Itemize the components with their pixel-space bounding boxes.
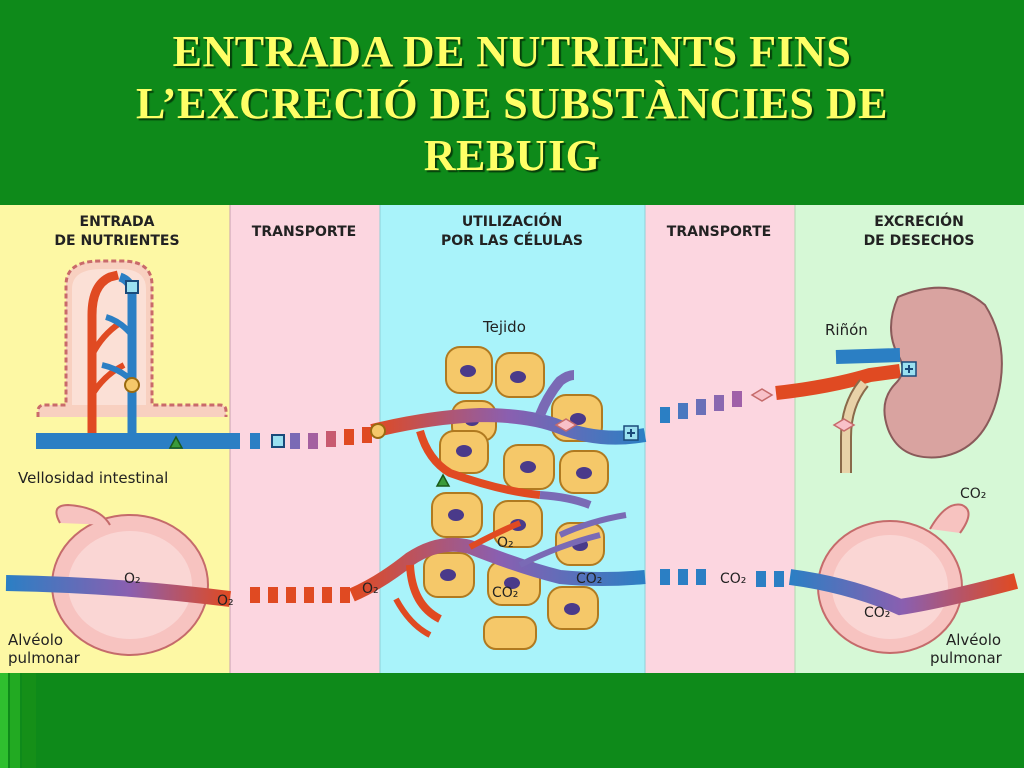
nutrient-diagram: ENTRADA DE NUTRIENTES TRANSPORTE UTILIZA…: [0, 205, 1024, 673]
title-line-3: REBUIG: [423, 131, 601, 180]
title-line-2: L’EXCRECIÓ DE SUBSTÀNCIES DE: [135, 79, 889, 128]
label-co2-right-top: CO₂: [960, 486, 986, 502]
label-tejido: Tejido: [482, 318, 526, 336]
header-entrada-2: DE NUTRIENTES: [54, 233, 179, 249]
circle-marker-tissue: [370, 423, 386, 439]
tissue-artery-top: [370, 407, 647, 445]
header-utilizacion-1: UTILIZACIÓN: [462, 212, 562, 230]
title-line-1: ENTRADA DE NUTRIENTS FINS: [172, 27, 852, 76]
header-entrada-1: ENTRADA: [80, 214, 155, 230]
decorative-stripes: [0, 673, 36, 768]
label-o2-lung-left: O₂: [124, 571, 141, 587]
label-co2-transport: CO₂: [720, 571, 746, 587]
label-co2-tissue-vessel: CO₂: [576, 571, 602, 587]
diamond-marker-kidney: [832, 418, 856, 432]
label-alveolo-left-1: Alvéolo: [8, 631, 63, 649]
transport-dashes-bottom-right: [660, 569, 784, 587]
label-o2-transport-left: O₂: [217, 593, 234, 609]
header-excrecion-2: DE DESECHOS: [864, 233, 975, 249]
renal-vein: [835, 348, 901, 364]
kidney: [840, 286, 1003, 473]
plus-marker-kidney: [901, 361, 917, 377]
plus-marker-tissue: [623, 425, 639, 441]
slide-title: ENTRADA DE NUTRIENTS FINS L’EXCRECIÓ DE …: [0, 26, 1024, 182]
pulmonary-vessel-left: [5, 575, 232, 607]
label-alveolo-right-2: pulmonar: [930, 649, 1003, 667]
pulmonary-vessel-right: [788, 569, 1019, 616]
label-alveolo-right-1: Alvéolo: [946, 631, 1001, 649]
label-o2-bottom-left: O₂: [362, 581, 379, 597]
diamond-marker-tissue: [554, 418, 578, 432]
column-transporte-2: [645, 205, 795, 673]
intestinal-villus: [36, 259, 228, 437]
label-o2-tissue: O₂: [497, 535, 514, 551]
diamond-marker-transport: [750, 388, 774, 402]
label-alveolo-left-2: pulmonar: [8, 649, 81, 667]
transport-dashes-top-right: [660, 391, 742, 423]
label-co2-right-lung: CO₂: [864, 605, 890, 621]
label-co2-tissue: CO₂: [492, 585, 518, 601]
circle-marker-villus: [124, 377, 140, 393]
label-vellosidad: Vellosidad intestinal: [18, 469, 168, 487]
square-marker-top: [125, 280, 139, 294]
triangle-marker-tissue: [435, 473, 451, 487]
transport-dashes-top: [250, 427, 372, 449]
transport-dashes-bottom-left: [250, 587, 350, 603]
header-transporte-2: TRANSPORTE: [667, 224, 771, 240]
header-utilizacion-2: POR LAS CÉLULAS: [441, 232, 583, 249]
label-rinon: Riñón: [825, 321, 868, 339]
renal-artery: [775, 364, 901, 400]
square-marker-transport: [271, 434, 285, 448]
triangle-marker-villus: [168, 435, 184, 449]
header-excrecion-1: EXCRECIÓN: [874, 212, 964, 230]
header-transporte-1: TRANSPORTE: [252, 224, 356, 240]
